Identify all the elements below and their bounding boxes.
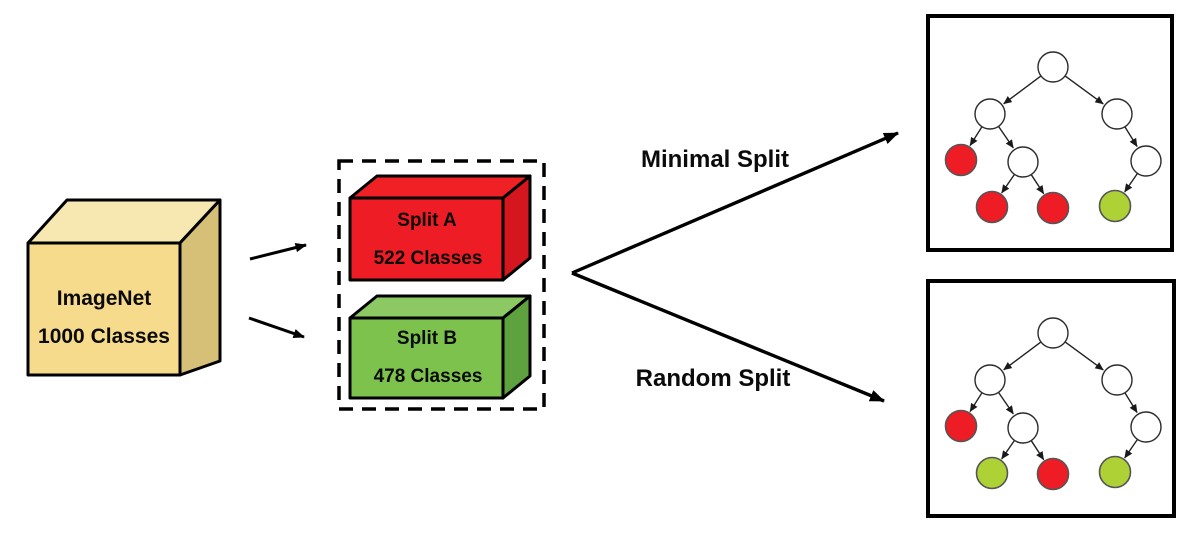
tree-edge: [1030, 440, 1045, 461]
tree-node: [1101, 364, 1133, 396]
imagenet-cube: ImageNet 1000 Classes: [26, 198, 222, 377]
tree-node: [974, 98, 1006, 130]
tree-leaf-red: [944, 143, 978, 177]
minimal-split-tree-panel: [926, 14, 1174, 252]
tree-leaf-red: [1036, 457, 1070, 491]
tree-leaf-leaf_green: [1098, 189, 1132, 223]
split-b-top-face: [348, 294, 532, 320]
imagenet-cube-front-face: [26, 241, 182, 377]
split-a-classes: 522 Classes: [374, 248, 483, 269]
split-a-front-face: [348, 196, 505, 282]
random-split-arrow: [571, 271, 885, 403]
tree-edge: [969, 126, 983, 147]
tree-leaf-red: [975, 190, 1009, 224]
arrow-to-split-b: [248, 316, 305, 339]
tree-edge: [1064, 75, 1104, 105]
random-split-tree-panel: [926, 279, 1176, 518]
tree-leaf-leaf_green: [1098, 455, 1132, 489]
split-b-label: Split B: [397, 328, 457, 349]
random-split-tree: [944, 317, 1162, 491]
tree-edge: [1001, 173, 1016, 194]
split-a-label: Split A: [397, 210, 457, 231]
tree-edge: [1124, 172, 1139, 193]
tree-node: [1101, 98, 1133, 130]
tree-node: [1037, 51, 1069, 83]
random-split-label: Random Split: [636, 365, 791, 392]
tree-node: [974, 364, 1006, 396]
split-b-classes: 478 Classes: [374, 366, 483, 387]
tree-edge: [1003, 75, 1042, 105]
imagenet-subtitle: 1000 Classes: [38, 325, 170, 348]
tree-edge: [969, 392, 983, 413]
split-b-front-face: [348, 316, 505, 400]
tree-leaf-leaf_green: [975, 456, 1009, 490]
tree-node: [1007, 412, 1039, 444]
tree-edge: [1001, 439, 1016, 460]
tree-node: [1130, 145, 1162, 177]
tree-node: [1007, 146, 1039, 178]
tree-edge: [1064, 341, 1104, 371]
arrow-to-split-a: [249, 242, 307, 261]
split-a-top-face: [348, 174, 532, 200]
tree-node: [1037, 317, 1069, 349]
tree-leaf-red: [944, 409, 978, 443]
tree-edge: [1124, 126, 1138, 147]
tree-node: [1130, 411, 1162, 443]
tree-edge: [1124, 438, 1139, 459]
tree-edge: [997, 391, 1014, 415]
tree-edge: [1003, 341, 1042, 371]
minimal-split-label: Minimal Split: [641, 146, 789, 173]
split-a-box: Split A 522 Classes: [348, 174, 532, 282]
minimal-split-tree: [944, 51, 1162, 225]
splits-dashed-container: [337, 159, 546, 411]
imagenet-title: ImageNet: [57, 287, 152, 310]
split-b-box: Split B 478 Classes: [348, 294, 532, 400]
tree-edge: [1124, 392, 1138, 413]
minimal-split-arrow: [571, 131, 899, 275]
tree-leaf-red: [1036, 191, 1070, 225]
tree-edge: [1030, 174, 1045, 195]
tree-edge: [997, 125, 1014, 149]
